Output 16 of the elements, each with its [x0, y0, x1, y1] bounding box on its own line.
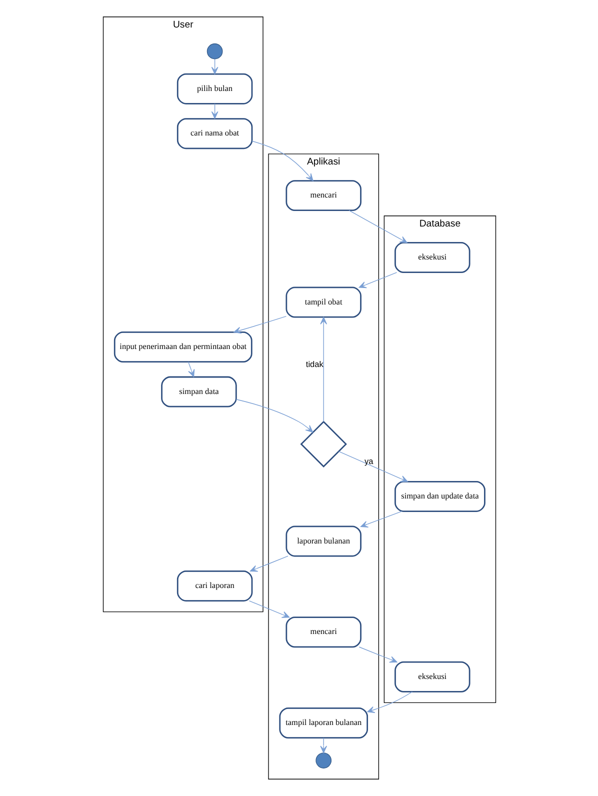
arrow: [187, 362, 194, 378]
arrow: [251, 140, 313, 182]
node-diamond: [300, 420, 346, 468]
arrow: [358, 272, 397, 288]
arrow: [358, 646, 397, 663]
arrow: [233, 316, 286, 334]
arrow: [249, 556, 288, 572]
arrow: [248, 600, 290, 618]
arrow: [320, 316, 327, 422]
arrow: [360, 511, 402, 528]
arrow: [235, 399, 313, 433]
arrow: [338, 451, 408, 482]
arrow: [366, 691, 412, 714]
arrow: [348, 210, 407, 244]
node-circle: [206, 43, 222, 60]
node-circle: [315, 752, 332, 768]
